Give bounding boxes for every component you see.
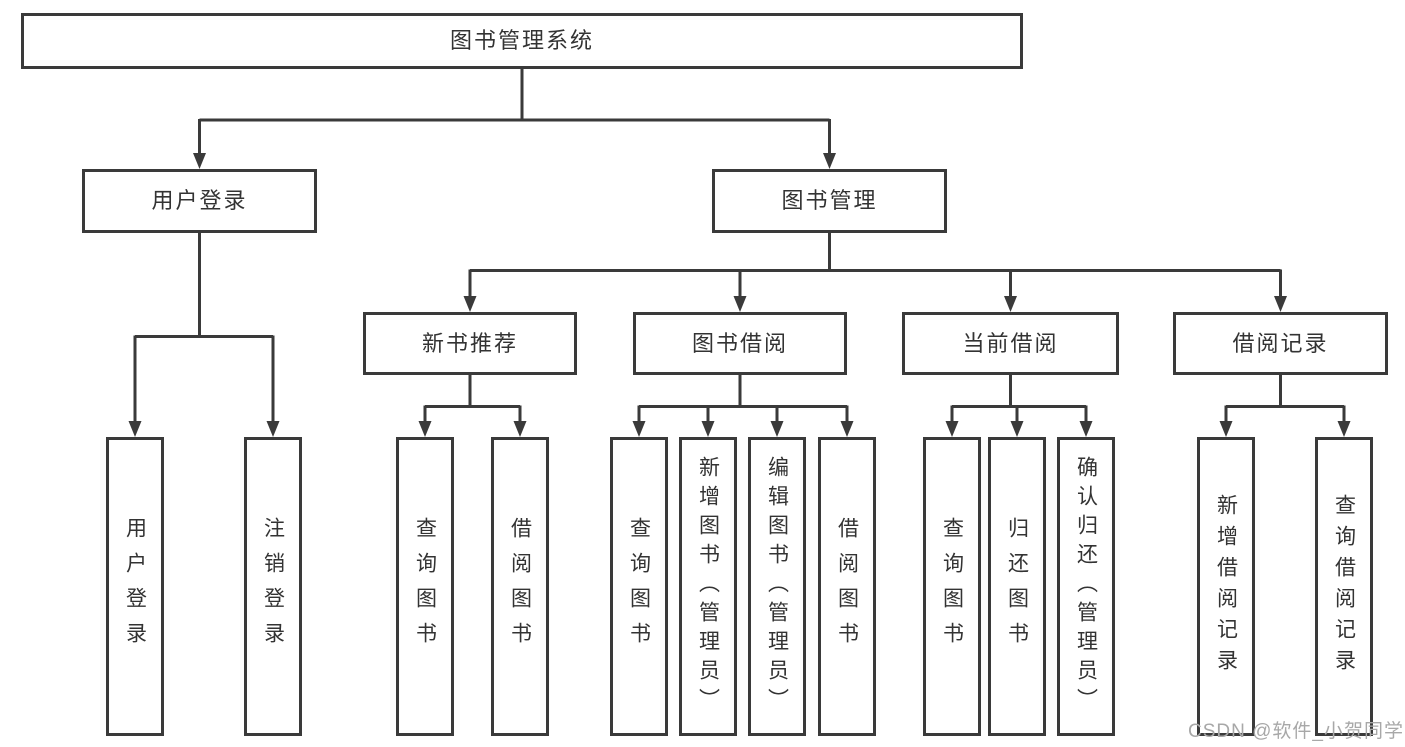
node-label: 编辑图书（管理员） bbox=[765, 456, 789, 717]
node-label: 当前借阅 bbox=[962, 330, 1059, 356]
node-user-login: 用户登录 bbox=[82, 169, 317, 233]
connector-current-borrow-group bbox=[945, 375, 1093, 437]
leaf-add-borrow-record: 新增借阅记录 bbox=[1197, 437, 1255, 736]
node-book-borrow: 图书借阅 bbox=[633, 312, 847, 375]
node-label: 归还图书 bbox=[1005, 516, 1029, 657]
node-label: 用户登录 bbox=[123, 516, 147, 657]
leaf-borrow-books: 借阅图书 bbox=[818, 437, 876, 736]
node-label: 借阅图书 bbox=[835, 516, 859, 657]
node-current-borrow: 当前借阅 bbox=[902, 312, 1119, 375]
node-label: 查询图书 bbox=[940, 516, 964, 657]
connector-borrow-records-group bbox=[1219, 375, 1351, 437]
node-label: 新书推荐 bbox=[421, 330, 518, 356]
connector-new-book-group bbox=[418, 375, 527, 437]
node-label: 借阅图书 bbox=[508, 516, 532, 657]
leaf-borrow-books-recommend: 借阅图书 bbox=[491, 437, 549, 736]
leaf-user-login: 用户登录 bbox=[106, 437, 164, 736]
node-book-management: 图书管理 bbox=[712, 169, 947, 233]
connector-book-borrow-group bbox=[632, 375, 854, 437]
csdn-watermark: CSDN @软件_小贺同学 bbox=[1188, 721, 1404, 742]
node-borrow-records: 借阅记录 bbox=[1173, 312, 1388, 375]
leaf-query-books-borrow: 查询图书 bbox=[610, 437, 668, 736]
node-label: 新增图书（管理员） bbox=[696, 456, 720, 717]
node-label: 确认归还（管理员） bbox=[1074, 456, 1098, 717]
connector-book-management-to-level3 bbox=[463, 233, 1287, 312]
node-label: 查询图书 bbox=[413, 516, 437, 657]
leaf-return-books: 归还图书 bbox=[988, 437, 1046, 736]
leaf-query-books-recommend: 查询图书 bbox=[396, 437, 454, 736]
leaf-query-books-current: 查询图书 bbox=[923, 437, 981, 736]
node-label: 借阅记录 bbox=[1232, 330, 1329, 356]
node-label: 图书管理系统 bbox=[449, 28, 594, 53]
leaf-query-borrow-record: 查询借阅记录 bbox=[1315, 437, 1373, 736]
leaf-confirm-return-admin: 确认归还（管理员） bbox=[1057, 437, 1115, 736]
node-label: 用户登录 bbox=[151, 188, 248, 213]
node-label: 新增借阅记录 bbox=[1214, 493, 1238, 680]
leaf-add-books-admin: 新增图书（管理员） bbox=[679, 437, 737, 736]
node-label: 图书管理 bbox=[781, 188, 878, 213]
node-new-book-recommend: 新书推荐 bbox=[363, 312, 577, 375]
leaf-edit-books-admin: 编辑图书（管理员） bbox=[748, 437, 806, 736]
connector-root-to-level2 bbox=[193, 69, 836, 169]
node-label: 查询图书 bbox=[627, 516, 651, 657]
node-label: 查询借阅记录 bbox=[1332, 493, 1356, 680]
leaf-logout: 注销登录 bbox=[244, 437, 302, 736]
node-root-library-system: 图书管理系统 bbox=[21, 13, 1023, 69]
node-label: 图书借阅 bbox=[691, 330, 788, 356]
connector-user-login-group bbox=[128, 233, 280, 437]
node-label: 注销登录 bbox=[261, 516, 285, 657]
